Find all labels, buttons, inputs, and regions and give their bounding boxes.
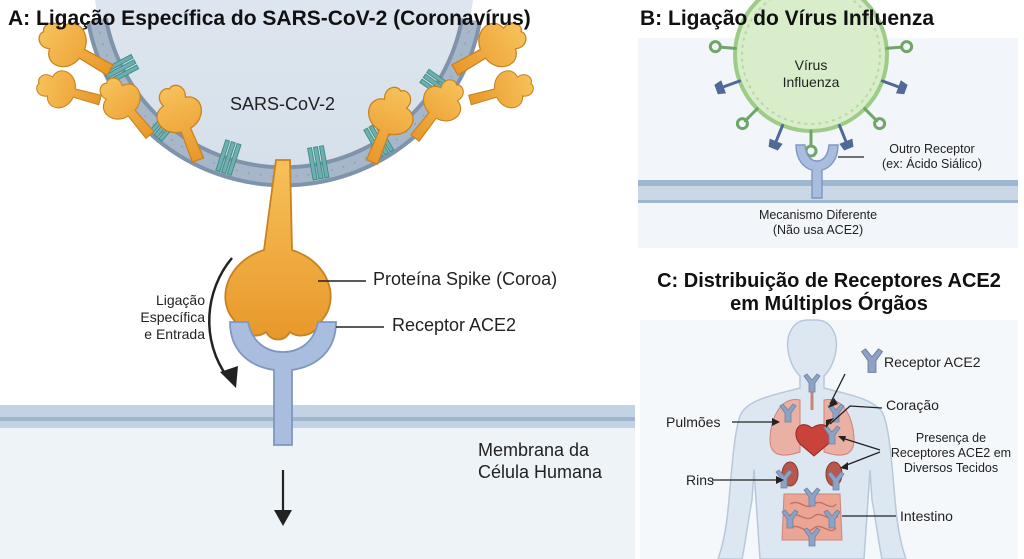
kidneys-label: Rins [686,472,715,488]
panel-c-arrowheads [772,398,848,484]
mechanism-label: Mecanismo Diferente (Não usa ACE2) [738,208,898,238]
sialic-acid-receptor [795,144,839,199]
entry-arrow [274,470,292,526]
membrane-label: Membrana da Célula Humana [478,440,602,483]
presence-line-3: Diversos Tecidos [903,461,999,475]
lungs-label: Pulmões [666,414,721,430]
sars-cov-2-label: SARS-CoV-2 [230,94,336,114]
binding-line-3: e Entrada [144,325,205,342]
panel-c-title: C: Distribuição de Receptores ACE2 em Mú… [640,270,1018,316]
other-receptor-label: Outro Receptor (ex: Ácido Siálico) [862,142,1002,172]
spike-protein-main [224,159,332,341]
presence-label: Presença de Receptores ACE2 em Diversos … [880,431,1022,476]
cell-membrane [0,405,635,559]
heart [795,424,832,457]
intestine-label: Intestino [900,508,953,524]
presence-line-1: Presença de [915,431,987,445]
membrane-line-1: Membrana da [478,440,590,460]
influenza-virus-label: Vírus Influenza [771,57,851,91]
ace2-receptor-main [229,321,337,446]
panel-a-title: A: Ligação Específica do SARS-CoV-2 (Cor… [8,7,531,30]
legend-receptor-label: Receptor ACE2 [884,354,981,370]
other-receptor-line-1: Outro Receptor [889,142,975,156]
binding-entry-label: Ligação Específica e Entrada [105,292,205,342]
binding-line-2: Específica [140,308,205,325]
binding-arrow [208,257,238,388]
ace2-receptor-label: Receptor ACE2 [392,315,517,335]
other-receptor-line-2: (ex: Ácido Siálico) [881,157,983,171]
panel-b-membrane [638,180,1018,203]
membrane-line-2: Célula Humana [478,461,603,482]
mechanism-line-1: Mecanismo Diferente [758,208,878,222]
panel-c-title-line-2: em Múltiplos Órgãos [730,293,928,315]
panel-b-title: B: Ligação do Vírus Influenza [640,7,935,30]
influenza-line-2: Influenza [782,73,840,90]
legend-receptor-icon [861,348,883,373]
mechanism-line-2: (Não usa ACE2) [772,223,864,237]
binding-line-1: Ligação [155,292,205,308]
presence-line-2: Receptores ACE2 em [890,446,1012,460]
heart-label: Coração [886,397,939,413]
spike-protein-label: Proteína Spike (Coroa) [373,269,558,289]
panel-c-leaders [712,373,896,517]
panel-c-title-line-1: C: Distribuição de Receptores ACE2 [657,270,1001,292]
influenza-line-1: Vírus [794,57,828,73]
influenza-spikes [708,40,914,158]
